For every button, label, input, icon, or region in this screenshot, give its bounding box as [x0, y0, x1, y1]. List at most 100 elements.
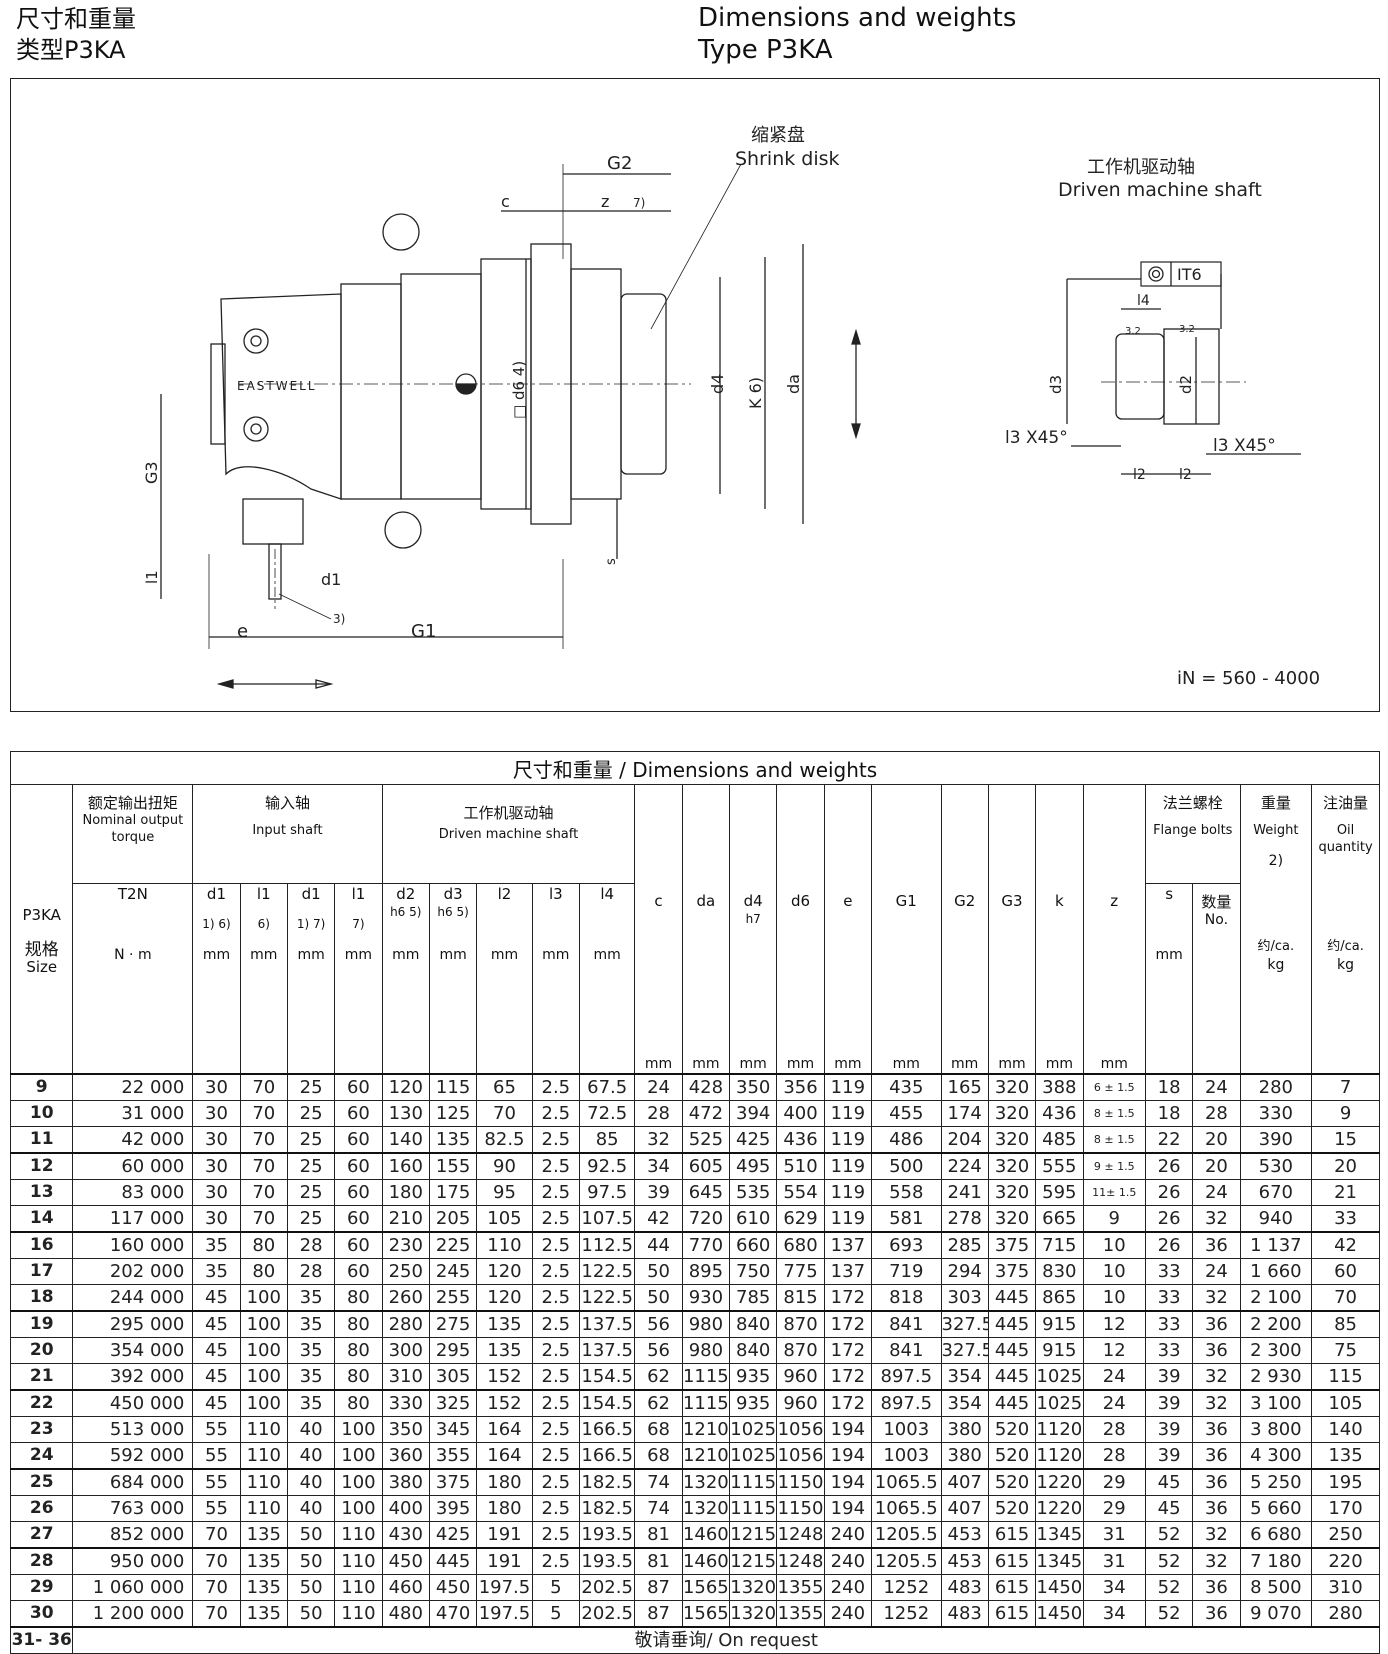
value-cell: 152 — [476, 1363, 533, 1391]
value-cell: 1025 — [729, 1416, 778, 1443]
value-cell: 24 — [1082, 1389, 1146, 1417]
value-cell: 295 000 — [72, 1310, 194, 1338]
value-cell: 68 — [634, 1442, 683, 1470]
value-cell: 36 — [1192, 1600, 1241, 1628]
size-cell: 20 — [9, 1337, 74, 1364]
value-cell: 39 — [1144, 1389, 1194, 1417]
value-cell: 70 — [1311, 1284, 1380, 1312]
value-cell: 160 000 — [72, 1231, 194, 1259]
value-cell: 345 — [428, 1416, 478, 1443]
value-cell: 140 — [1311, 1416, 1380, 1443]
value-cell: 62 — [634, 1389, 683, 1417]
value-cell: 785 — [729, 1284, 778, 1312]
shrink-disk-cn-label: 缩紧盘 — [751, 125, 805, 146]
size-cell: 22 — [9, 1389, 74, 1417]
value-cell: 8 ± 1.5 — [1082, 1100, 1146, 1127]
value-cell: 940 — [1239, 1205, 1313, 1233]
value-cell: 327.5 — [940, 1337, 989, 1364]
value-cell: 42 000 — [72, 1126, 194, 1154]
value-cell: 1115 — [729, 1468, 778, 1496]
value-cell: 815 — [776, 1284, 825, 1312]
value-cell: 2.5 — [531, 1205, 580, 1233]
value-cell: 225 — [428, 1231, 478, 1259]
value-cell: 85 — [578, 1126, 636, 1154]
label-l4: l4 — [1137, 293, 1150, 309]
size-cell: 17 — [9, 1258, 74, 1285]
value-cell: 21 — [1311, 1179, 1380, 1206]
value-cell: 30 — [192, 1205, 241, 1233]
value-cell: 56 — [634, 1310, 683, 1338]
value-cell: 520 — [987, 1468, 1037, 1496]
value-cell: 70 — [476, 1100, 533, 1127]
value-cell: 1115 — [681, 1363, 731, 1391]
concentricity-icon-inner — [1151, 269, 1161, 279]
value-cell: 170 — [1311, 1495, 1380, 1522]
value-cell: 60 — [334, 1205, 383, 1233]
value-cell: 2 200 — [1239, 1310, 1313, 1338]
value-cell: 2.5 — [531, 1416, 580, 1443]
value-cell: 294 — [940, 1258, 989, 1285]
value-cell: 100 — [239, 1284, 288, 1312]
value-cell: 85 — [1311, 1310, 1380, 1338]
value-cell: 1065.5 — [871, 1495, 942, 1522]
value-cell: 1460 — [681, 1521, 731, 1549]
value-cell: 36 — [1192, 1442, 1241, 1470]
driven-cn-label: 工作机驱动轴 — [1087, 157, 1195, 178]
header-cn: 尺寸和重量 类型P3KA — [16, 4, 136, 66]
value-cell: 55 — [192, 1416, 241, 1443]
value-cell: 24 — [1192, 1258, 1241, 1285]
value-cell: 510 — [776, 1152, 825, 1180]
label-l2-right: l2 — [1179, 467, 1192, 483]
value-cell: 125 — [428, 1100, 478, 1127]
value-cell: 60 — [334, 1231, 383, 1259]
arrow-head — [216, 679, 234, 689]
label-l3-left: l3 X45° — [1005, 428, 1068, 448]
value-cell: 841 — [871, 1337, 942, 1364]
value-cell: 9 — [1311, 1100, 1380, 1127]
value-cell: 1115 — [729, 1495, 778, 1522]
value-cell: 74 — [634, 1495, 683, 1522]
value-cell: 135 — [239, 1600, 288, 1628]
label-l1: l1 — [143, 570, 161, 584]
value-cell: 31 — [1082, 1521, 1146, 1549]
value-cell: 55 — [192, 1495, 241, 1522]
value-cell: 45 — [192, 1363, 241, 1391]
label-d4: d4 — [708, 374, 727, 394]
value-cell: 500 — [871, 1152, 942, 1180]
value-cell: 11± 1.5 — [1082, 1179, 1146, 1206]
value-cell: 194 — [823, 1416, 873, 1443]
value-cell: 1056 — [776, 1416, 825, 1443]
value-cell: 392 000 — [72, 1363, 194, 1391]
value-cell: 915 — [1035, 1310, 1084, 1338]
bolt-circle-inner — [250, 335, 262, 347]
label-l2-left: l2 — [1133, 467, 1146, 483]
label-G3: G3 — [142, 461, 161, 484]
value-cell: 750 — [729, 1258, 778, 1285]
driven-en-label: Driven machine shaft — [1058, 179, 1262, 201]
value-cell: 1210 — [681, 1442, 731, 1470]
value-cell: 12 — [1082, 1337, 1146, 1364]
value-cell: 25 — [286, 1073, 336, 1101]
cn-title: 尺寸和重量 — [16, 5, 136, 33]
value-cell: 2.5 — [531, 1100, 580, 1127]
value-cell: 182.5 — [578, 1495, 636, 1522]
value-cell: 105 — [1311, 1389, 1380, 1417]
value-cell: 715 — [1035, 1231, 1084, 1259]
value-cell: 840 — [729, 1310, 778, 1338]
value-cell: 610 — [729, 1205, 778, 1233]
value-cell: 34 — [634, 1152, 683, 1180]
value-cell: 45 — [1144, 1468, 1194, 1496]
value-cell: 830 — [1035, 1258, 1084, 1285]
value-cell: 595 — [1035, 1179, 1084, 1206]
torque-header: 额定输出扭矩 Nominal output torque — [72, 784, 194, 884]
value-cell: 60 — [334, 1126, 383, 1154]
value-cell: 119 — [823, 1073, 873, 1101]
